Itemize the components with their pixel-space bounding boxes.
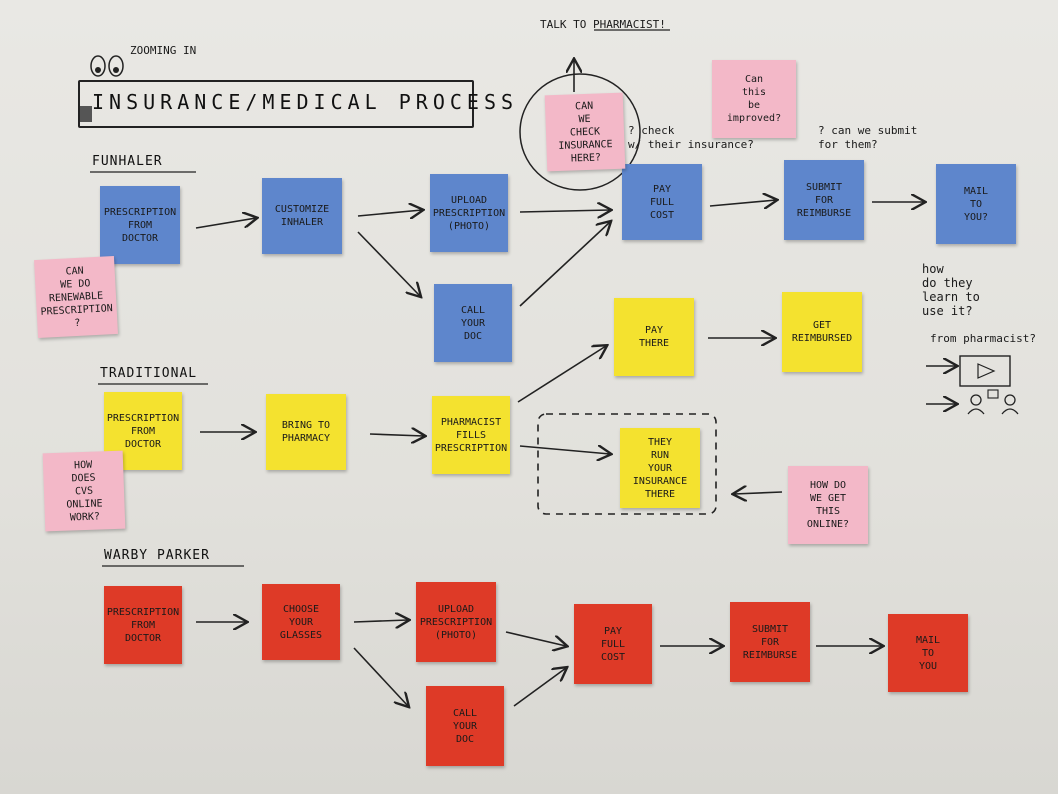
arrow bbox=[195, 218, 256, 229]
sticky-note: SUBMIT FOR REIMBURSE bbox=[784, 160, 864, 240]
sticky-note: UPLOAD PRESCRIPTION (PHOTO) bbox=[430, 174, 508, 252]
sticky-note: SUBMIT FOR REIMBURSE bbox=[730, 602, 810, 682]
sticky-note: PRESCRIPTION FROM DOCTOR bbox=[104, 586, 182, 664]
annotation-learn-to-use: how do they learn to use it? bbox=[922, 262, 980, 318]
dashed-box bbox=[537, 413, 717, 515]
question-note: HOW DO WE GET THIS ONLINE? bbox=[788, 466, 868, 544]
arrow bbox=[517, 346, 606, 403]
sticky-note: PHARMACIST FILLS PRESCRIPTION bbox=[432, 396, 510, 474]
sticky-note: CHOOSE YOUR GLASSES bbox=[262, 584, 340, 660]
video-doodle bbox=[959, 355, 1011, 387]
arrow bbox=[369, 434, 424, 436]
arrow bbox=[709, 200, 776, 206]
sticky-note: PAY THERE bbox=[614, 298, 694, 376]
sticky-note: CALL YOUR DOC bbox=[434, 284, 512, 362]
question-note: HOW DOES CVS ONLINE WORK? bbox=[42, 450, 126, 532]
arrow bbox=[519, 210, 610, 212]
annotation-check-insurance: ? check w/ their insurance? bbox=[628, 124, 754, 151]
sticky-note: CALL YOUR DOC bbox=[426, 686, 504, 766]
section-label-funhaler: FUNHALER bbox=[92, 154, 163, 169]
arrow bbox=[519, 222, 610, 307]
annotation-submit-for-them: ? can we submit for them? bbox=[818, 124, 918, 151]
annotation-talk-to-pharmacist: TALK TO PHARMACIST! bbox=[540, 18, 666, 31]
question-note: CAN WE CHECK INSURANCE HERE? bbox=[544, 92, 626, 172]
arrow bbox=[353, 647, 408, 706]
sticky-note: PRESCRIPTION FROM DOCTOR bbox=[100, 186, 180, 264]
sticky-note: PAY FULL COST bbox=[622, 164, 702, 240]
question-note: Can this be improved? bbox=[712, 60, 796, 138]
subtitle: ZOOMING IN bbox=[130, 44, 197, 57]
sticky-note: MAIL TO YOU? bbox=[936, 164, 1016, 244]
page-title: INSURANCE/MEDICAL PROCESS bbox=[92, 90, 519, 114]
annotation-from-pharmacist: from pharmacist? bbox=[930, 332, 1036, 345]
arrow bbox=[734, 492, 783, 494]
section-label-traditional: TRADITIONAL bbox=[100, 366, 198, 381]
arrow bbox=[513, 668, 566, 707]
arrow bbox=[357, 210, 422, 216]
sticky-note: MAIL TO YOU bbox=[888, 614, 968, 692]
sticky-note: BRING TO PHARMACY bbox=[266, 394, 346, 470]
sticky-note: THEY RUN YOUR INSURANCE THERE bbox=[620, 428, 700, 508]
section-label-warby-parker: WARBY PARKER bbox=[104, 548, 210, 563]
people-doodle bbox=[970, 394, 982, 406]
circle-annotation bbox=[519, 73, 641, 191]
arrow bbox=[353, 620, 408, 622]
sticky-note: UPLOAD PRESCRIPTION (PHOTO) bbox=[416, 582, 496, 662]
arrow bbox=[505, 631, 566, 646]
sticky-note: GET REIMBURSED bbox=[782, 292, 862, 372]
arrow bbox=[519, 446, 610, 454]
eyes-doodle bbox=[90, 55, 106, 77]
arrow bbox=[357, 231, 420, 296]
title-box bbox=[78, 80, 474, 128]
sticky-note: CUSTOMIZE INHALER bbox=[262, 178, 342, 254]
sticky-note: PAY FULL COST bbox=[574, 604, 652, 684]
question-note: CAN WE DO RENEWABLE PRESCRIPTION ? bbox=[34, 255, 118, 339]
